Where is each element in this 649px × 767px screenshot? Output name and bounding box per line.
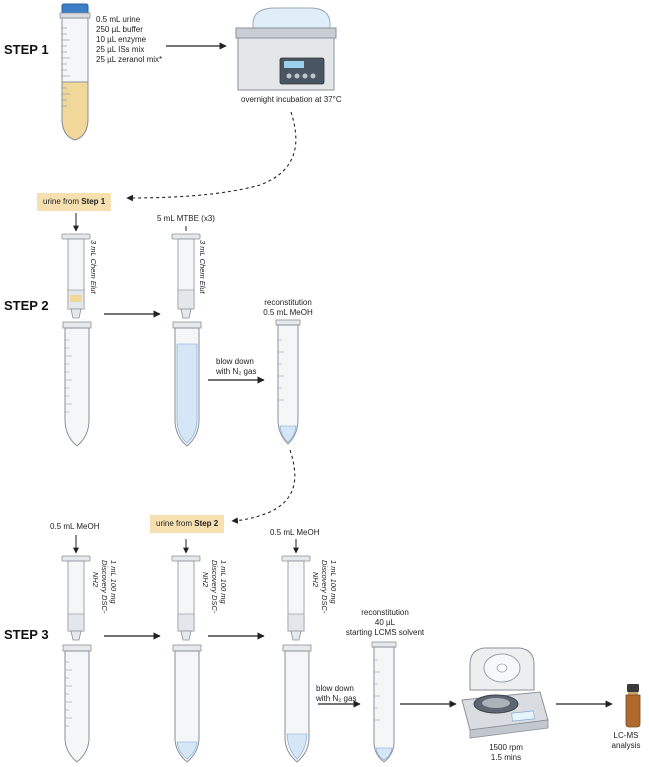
step3-collection-tube-c xyxy=(282,644,312,763)
step3-heading: STEP 3 xyxy=(4,627,49,642)
step2-cartridge-2 xyxy=(171,233,201,319)
step3-cartridge-b-label-1: 1 mL 100 mg xyxy=(219,560,228,604)
step2-cartridge-1 xyxy=(61,233,91,319)
step3-blowdown-line2: with N₂ gas xyxy=(316,694,357,703)
step3-cartridge-c xyxy=(281,555,311,641)
dashed-arrow-to-step3 xyxy=(231,449,296,524)
step3-cartridge-b-label-2: Discovery DSC- xyxy=(210,560,219,614)
step1-tube xyxy=(59,3,91,141)
step3-reconstitution-line2: 40 µL xyxy=(374,618,396,627)
step1-heading: STEP 1 xyxy=(4,42,49,57)
lcms-label-line2: analysis xyxy=(611,741,641,750)
step3-cartridge-c-label-2: Discovery DSC- xyxy=(320,560,329,614)
step3-source-bold: Step 2 xyxy=(194,519,219,528)
reagent-urine: 0.5 mL urine xyxy=(96,15,141,24)
step2-source-box: urine from Step 1 xyxy=(37,193,112,211)
step3-cartridge-c-label-1: 1 mL 100 mg xyxy=(329,560,338,604)
step3-cartridge-a-label-3: NH2 xyxy=(91,572,100,588)
step2-collection-tube-2 xyxy=(172,321,202,447)
step3-cartridge-c-label-3: NH2 xyxy=(311,572,320,588)
step2-cartridge-2-label: 3 mL Chem Elut xyxy=(198,240,207,294)
step3-collection-tube-a xyxy=(62,644,92,763)
lcms-vial-icon xyxy=(625,684,641,728)
reagent-zeranol-mix: 25 µL zeranol mix* xyxy=(96,55,163,64)
step3-reconstitution-tube xyxy=(371,641,397,763)
step1-reagent-list: 0.5 mL urine 250 µL buffer 10 µL enzyme … xyxy=(96,15,162,65)
step3-source-prefix: urine from xyxy=(156,519,195,528)
lcms-label-line1: LC-MS xyxy=(613,731,639,740)
step3-cartridge-a-label-2: Discovery DSC- xyxy=(100,560,109,614)
centrifuge-time: 1.5 mins xyxy=(490,753,522,762)
step3-cartridge-b xyxy=(171,555,201,641)
reagent-enzyme: 10 µL enzyme xyxy=(96,35,147,44)
step3-source-box: urine from Step 2 xyxy=(150,515,225,533)
step3-blowdown-line1: blow down xyxy=(316,684,354,693)
step3-reconstitution-line1: reconstitution xyxy=(361,608,409,617)
step2-source-prefix: urine from xyxy=(43,197,82,206)
reagent-iss-mix: 25 µL ISs mix xyxy=(96,45,145,54)
step3-collection-tube-b xyxy=(172,644,202,763)
centrifuge-icon xyxy=(461,647,549,739)
step2-reconstitution-line1: reconstitution xyxy=(264,298,312,307)
step2-heading: STEP 2 xyxy=(4,298,49,313)
reagent-buffer: 250 µL buffer xyxy=(96,25,143,34)
step3-meoh-label-2: 0.5 mL MeOH xyxy=(270,528,320,537)
dashed-arrow-to-step2 xyxy=(126,111,297,202)
step2-blowdown-line2: with N₂ gas xyxy=(216,367,257,376)
step3-cartridge-a-label-1: 1 mL 100 mg xyxy=(109,560,118,604)
step2-cartridge-1-label: 3 mL Chem Elut xyxy=(89,240,98,294)
centrifuge-speed: 1500 rpm xyxy=(489,743,523,752)
step2-collection-tube-1 xyxy=(62,321,92,447)
step3-cartridge-b-label-3: NH2 xyxy=(201,572,210,588)
step2-source-bold: Step 1 xyxy=(81,197,106,206)
incubation-label: overnight incubation at 37°C xyxy=(241,95,342,104)
step2-reconstitution-tube xyxy=(275,319,301,445)
step3-cartridge-a xyxy=(61,555,91,641)
mtbe-label: 5 mL MTBE (x3) xyxy=(157,214,215,223)
step3-reconstitution-line3: starting LCMS solvent xyxy=(345,628,425,637)
step3-meoh-label-1: 0.5 mL MeOH xyxy=(50,522,100,531)
step2-reconstitution-line2: 0.5 mL MeOH xyxy=(263,308,313,317)
water-bath-icon xyxy=(235,7,337,91)
step2-blowdown-line1: blow down xyxy=(216,357,254,366)
